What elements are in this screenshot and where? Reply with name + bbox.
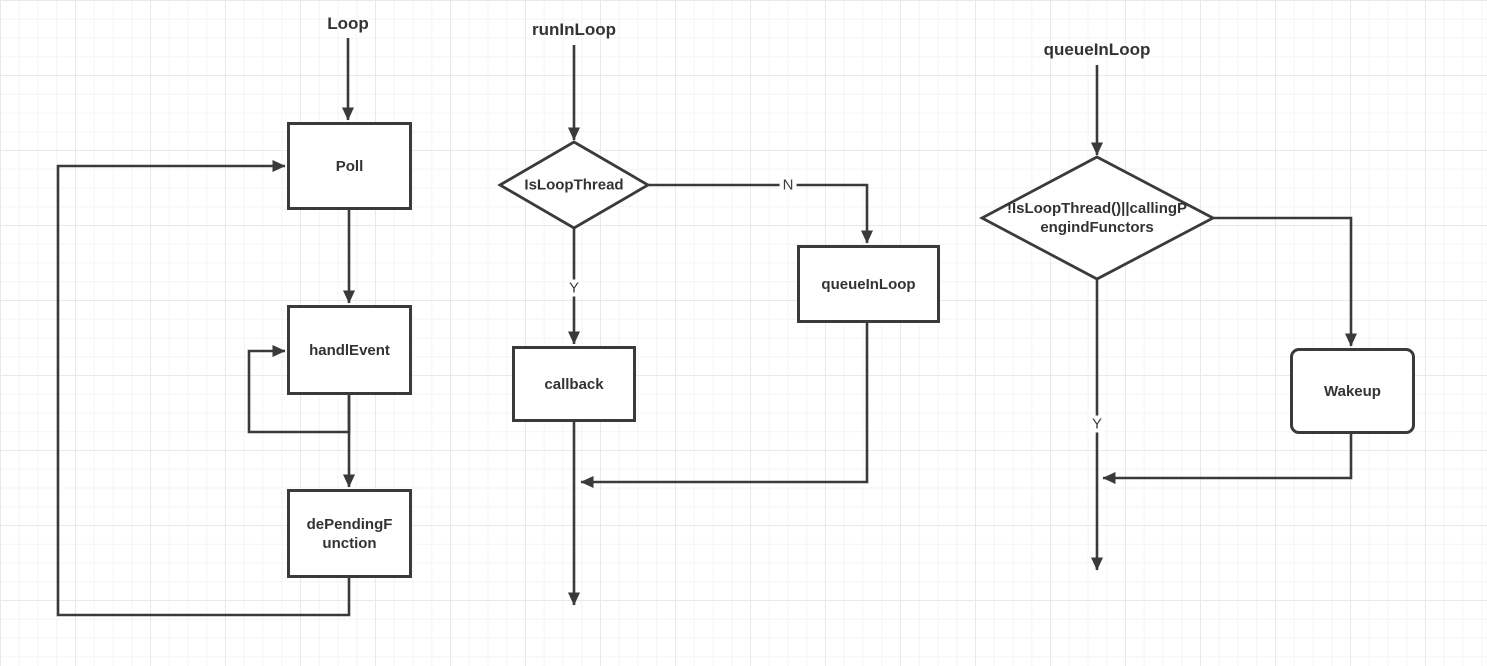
node-dependingfunction: dePendingF unction	[287, 489, 412, 578]
edge-depending-back-to-poll	[56, 160, 351, 617]
node-callback: callback	[512, 346, 636, 422]
edge-handlevent-self-loop	[247, 345, 351, 434]
branch-label-no-mid: N	[779, 176, 797, 194]
decision-isloopthread-label: IsLoopThread	[524, 176, 624, 194]
runinloop-chart-title: runInLoop	[531, 20, 617, 39]
node-dependingfunction-label-line1: dePendingF	[306, 515, 393, 533]
queueinloop-chart-title: queueInLoop	[1043, 40, 1151, 59]
edge-decision-no-to-queueinloop	[648, 183, 873, 244]
node-poll: Poll	[287, 122, 412, 210]
decision-notloopthread-label-line1: !IsLoopThread()||callingP	[1006, 200, 1188, 217]
decision-isloopthread-shape	[497, 140, 651, 230]
edge-decision-to-wakeup	[1213, 216, 1357, 347]
node-queueinloop: queueInLoop	[797, 245, 940, 323]
decision-notloopthread-label-line2: engindFunctors	[1040, 219, 1154, 236]
node-wakeup-label: Wakeup	[1324, 382, 1381, 400]
branch-label-yes-right: Y	[1088, 415, 1106, 433]
node-poll-label: Poll	[335, 157, 364, 175]
decision-notloopthread-shape	[979, 155, 1217, 281]
node-queueinloop-label: queueInLoop	[821, 275, 916, 293]
node-dependingfunction-label-line2: unction	[322, 534, 377, 552]
node-wakeup: Wakeup	[1290, 348, 1415, 434]
node-callback-label: callback	[544, 375, 604, 393]
edge-queueinloop-merge	[580, 323, 869, 488]
node-handlevent: handlEvent	[287, 305, 412, 395]
node-handlevent-label: handlEvent	[309, 341, 390, 359]
branch-label-yes-mid: Y	[565, 279, 583, 297]
loop-chart-title: Loop	[327, 14, 369, 33]
edge-wakeup-merge	[1102, 434, 1353, 484]
decision-notloopthread-label: !IsLoopThread()||callingP engindFunctors	[1007, 199, 1187, 237]
